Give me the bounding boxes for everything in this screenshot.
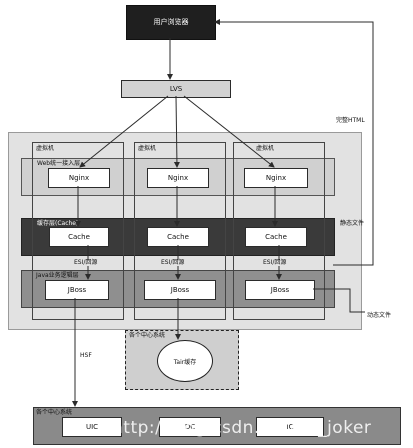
static-file-label: 静态文件 <box>340 220 365 227</box>
user-browser-node: 用户浏览器 <box>126 5 216 40</box>
tair-cache-circle: Tair缓存 <box>157 340 213 382</box>
nginx-box-1: Nginx <box>48 168 110 188</box>
lvs-node: LVS <box>121 80 231 98</box>
cache-box-1: Cache <box>49 227 109 247</box>
ic-box: IC <box>256 417 324 437</box>
esi-label-2: ESI/回源 <box>160 259 186 266</box>
vm-frame-1 <box>32 142 124 320</box>
full-html-label: 完整HTML <box>336 117 365 124</box>
esi-label-3: ESI/回源 <box>262 259 288 266</box>
esi-label-1: ESI/回源 <box>73 259 99 266</box>
jboss-box-2: JBoss <box>144 280 216 300</box>
vm-label-2: 虚拟机 <box>138 145 157 152</box>
vm-label-1: 虚拟机 <box>36 145 55 152</box>
dynamic-file-label: 动态文件 <box>367 312 392 319</box>
cache-box-2: Cache <box>147 227 209 247</box>
tair-cache-label: Tair缓存 <box>173 358 197 366</box>
web-layer-label: Web统一接入层 <box>37 160 81 167</box>
dc-box: DC <box>159 417 221 437</box>
tair-group-title: 各个中心系统 <box>129 332 166 339</box>
center-systems-title: 各个中心系统 <box>36 409 73 416</box>
nginx-box-3: Nginx <box>244 168 308 188</box>
watermark-text: http://blog.csdn.net/u0_joker <box>112 418 372 438</box>
cache-layer-label: 缓存层(Cache) <box>37 220 79 227</box>
jboss-box-1: JBoss <box>45 280 109 300</box>
jboss-box-3: JBoss <box>245 280 315 300</box>
hsf-label: HSF <box>80 352 92 359</box>
cache-box-3: Cache <box>245 227 307 247</box>
uic-box: UIC <box>62 417 122 437</box>
nginx-box-2: Nginx <box>147 168 209 188</box>
vm-label-3: 虚拟机 <box>256 145 275 152</box>
java-layer-label: Java业务逻辑层 <box>36 272 79 279</box>
